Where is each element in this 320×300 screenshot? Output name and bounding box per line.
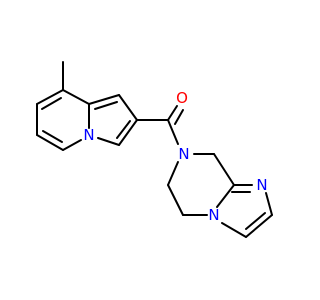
atom-n-amide: N: [178, 145, 189, 163]
atom-n-indolizine: N: [83, 126, 94, 144]
bond-c2-c3: [245, 214, 273, 238]
bond-c6-c5-inner: [42, 130, 63, 143]
bond-c8-c7-inner: [41, 97, 62, 110]
bond-c8a-n4: [216, 184, 235, 208]
atom-o: O: [176, 89, 188, 107]
bond-c8a-c1-inner: [94, 101, 118, 110]
bond-c5-n: [62, 139, 82, 151]
atom-n-imidazole-top: N: [256, 176, 267, 194]
bond-c1-c2: [118, 94, 138, 121]
bond-c2-c3-inner: [245, 212, 266, 230]
bond-c6-n7: [167, 161, 179, 186]
atom-n-imidazole-bridge: N: [208, 206, 219, 224]
bond-c8a-c8: [62, 89, 90, 105]
bond-c2-c3-inner: [116, 120, 131, 139]
bond-c2-c3: [118, 119, 138, 146]
bond-carbonyl-o-double: [174, 109, 184, 125]
bond-c8a-c1: [88, 94, 120, 105]
bond-c8-c7: [36, 89, 64, 105]
bond-c3-n4: [221, 222, 247, 238]
bond-c3-n: [97, 137, 120, 146]
bond-carbonyl-o: [167, 105, 178, 121]
bond-n1-c2: [265, 192, 273, 216]
molecule-structure-diagram: O N N N N: [36, 61, 273, 238]
bond-carbonyl-n: [167, 119, 179, 145]
bond-c8-c8a: [213, 153, 235, 186]
molecule-svg: O N N N N: [36, 61, 273, 238]
bond-c5-c6: [167, 184, 184, 216]
bond-c6-c5: [36, 134, 64, 151]
